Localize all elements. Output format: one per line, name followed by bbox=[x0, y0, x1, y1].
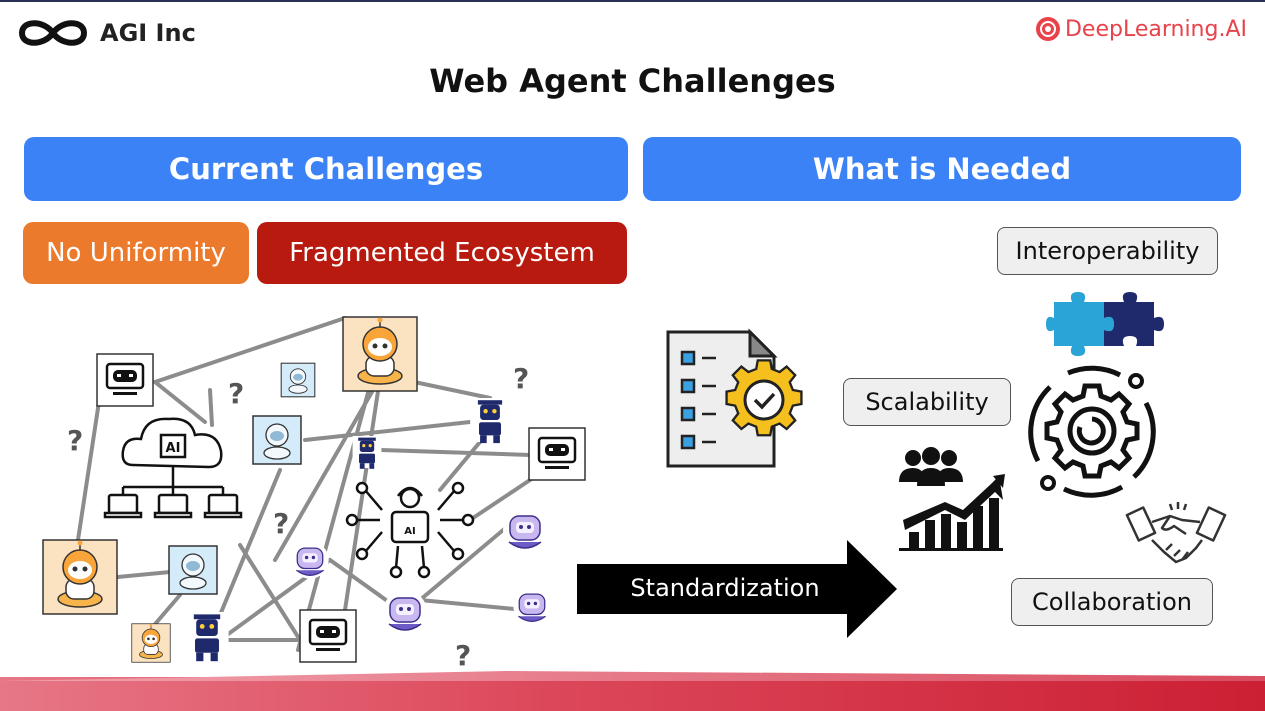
brand-right: DeepLearning.AI bbox=[1064, 16, 1247, 42]
footer-bar bbox=[0, 671, 1265, 711]
puzzle-icon bbox=[1046, 292, 1164, 356]
scalability-label: Scalability bbox=[843, 378, 1011, 426]
svg-text:AI: AI bbox=[166, 441, 181, 456]
robot-icon bbox=[95, 352, 155, 408]
robot-icon bbox=[252, 415, 302, 465]
svg-text:AI: AI bbox=[404, 526, 415, 537]
current-challenges-header: Current Challenges bbox=[24, 137, 628, 201]
robot-icon bbox=[298, 608, 358, 664]
robot-icon bbox=[42, 539, 118, 615]
robot-icon bbox=[131, 623, 171, 663]
gear-cycle-icon bbox=[1028, 365, 1156, 498]
top-border bbox=[0, 0, 1265, 2]
question-mark: ? bbox=[513, 362, 529, 395]
ai-hub-icon: AI bbox=[345, 481, 475, 579]
deeplearning-logo-icon bbox=[1035, 17, 1060, 41]
arrow-right-icon bbox=[577, 540, 897, 638]
interoperability-label: Interoperability bbox=[997, 227, 1218, 275]
robot-icon bbox=[168, 545, 218, 595]
robot-icon bbox=[512, 586, 552, 626]
agi-logo: AGI Inc bbox=[16, 16, 196, 50]
brand-left: AGI Inc bbox=[100, 19, 196, 47]
robot-icon bbox=[342, 316, 418, 392]
no-uniformity-tag: No Uniformity bbox=[23, 222, 249, 284]
robot-icon bbox=[352, 436, 382, 469]
question-mark: ? bbox=[67, 424, 83, 457]
standardization-label: Standardization bbox=[630, 574, 820, 602]
infinity-icon bbox=[18, 20, 88, 46]
cloud-ai-icon: AI bbox=[103, 417, 243, 519]
question-mark: ? bbox=[455, 639, 471, 672]
robot-icon bbox=[280, 362, 316, 398]
robot-icon bbox=[470, 398, 510, 444]
question-mark: ? bbox=[273, 507, 289, 540]
checklist-gear-icon bbox=[666, 328, 803, 468]
handshake-icon bbox=[1125, 502, 1227, 564]
question-mark: ? bbox=[228, 377, 244, 410]
robot-icon bbox=[382, 589, 428, 635]
robot-icon bbox=[290, 540, 330, 580]
robot-icon bbox=[502, 507, 548, 553]
what-is-needed-header: What is Needed bbox=[643, 137, 1241, 201]
robot-icon bbox=[185, 612, 229, 662]
growth-chart-icon bbox=[899, 447, 1005, 551]
collaboration-label: Collaboration bbox=[1011, 578, 1213, 626]
fragmented-ecosystem-tag: Fragmented Ecosystem bbox=[257, 222, 627, 284]
page-title: Web Agent Challenges bbox=[429, 62, 836, 100]
deeplearning-logo: DeepLearning.AI bbox=[1035, 16, 1247, 42]
robot-icon bbox=[527, 426, 587, 482]
